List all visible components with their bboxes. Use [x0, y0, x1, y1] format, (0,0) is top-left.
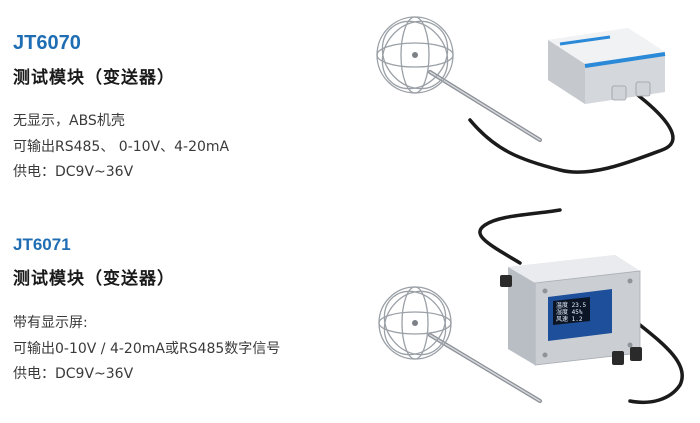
product-subtitle: 测试模块（变送器）	[13, 68, 175, 88]
spec-line: 无显示，ABS机壳	[13, 113, 125, 129]
spec-line: 带有显示屏:	[13, 315, 88, 331]
svg-text:风速 1.2: 风速 1.2	[556, 316, 583, 323]
svg-text:湿度 45%: 湿度 45%	[556, 308, 583, 316]
spec-line: 可输出0-10V / 4-20mA或RS485数字信号	[13, 341, 281, 357]
product-model: JT6071	[13, 235, 71, 254]
spec-line: 供电：DC9V~36V	[13, 164, 134, 180]
product-model: JT6070	[13, 32, 81, 54]
product-block-jt6071: JT6071 测试模块（变送器） 带有显示屏: 可输出0-10V / 4-20m…	[0, 205, 700, 419]
aluminium-transmitter-with-display-and-spherical-probe-icon: 温度 23.5 湿度 45% 风速 1.2	[378, 208, 684, 405]
spec-line: 供电：DC9V~36V	[13, 366, 134, 382]
product-image: 温度 23.5 湿度 45% 风速 1.2	[0, 205, 700, 419]
product-block-jt6070: JT6070 测试模块（变送器） 无显示，ABS机壳 可输出RS485、 0-1…	[0, 0, 700, 205]
svg-text:温度 23.5: 温度 23.5	[556, 301, 586, 309]
product-subtitle: 测试模块（变送器）	[13, 269, 175, 289]
spec-line: 可输出RS485、 0-10V、4-20mA	[13, 139, 230, 155]
